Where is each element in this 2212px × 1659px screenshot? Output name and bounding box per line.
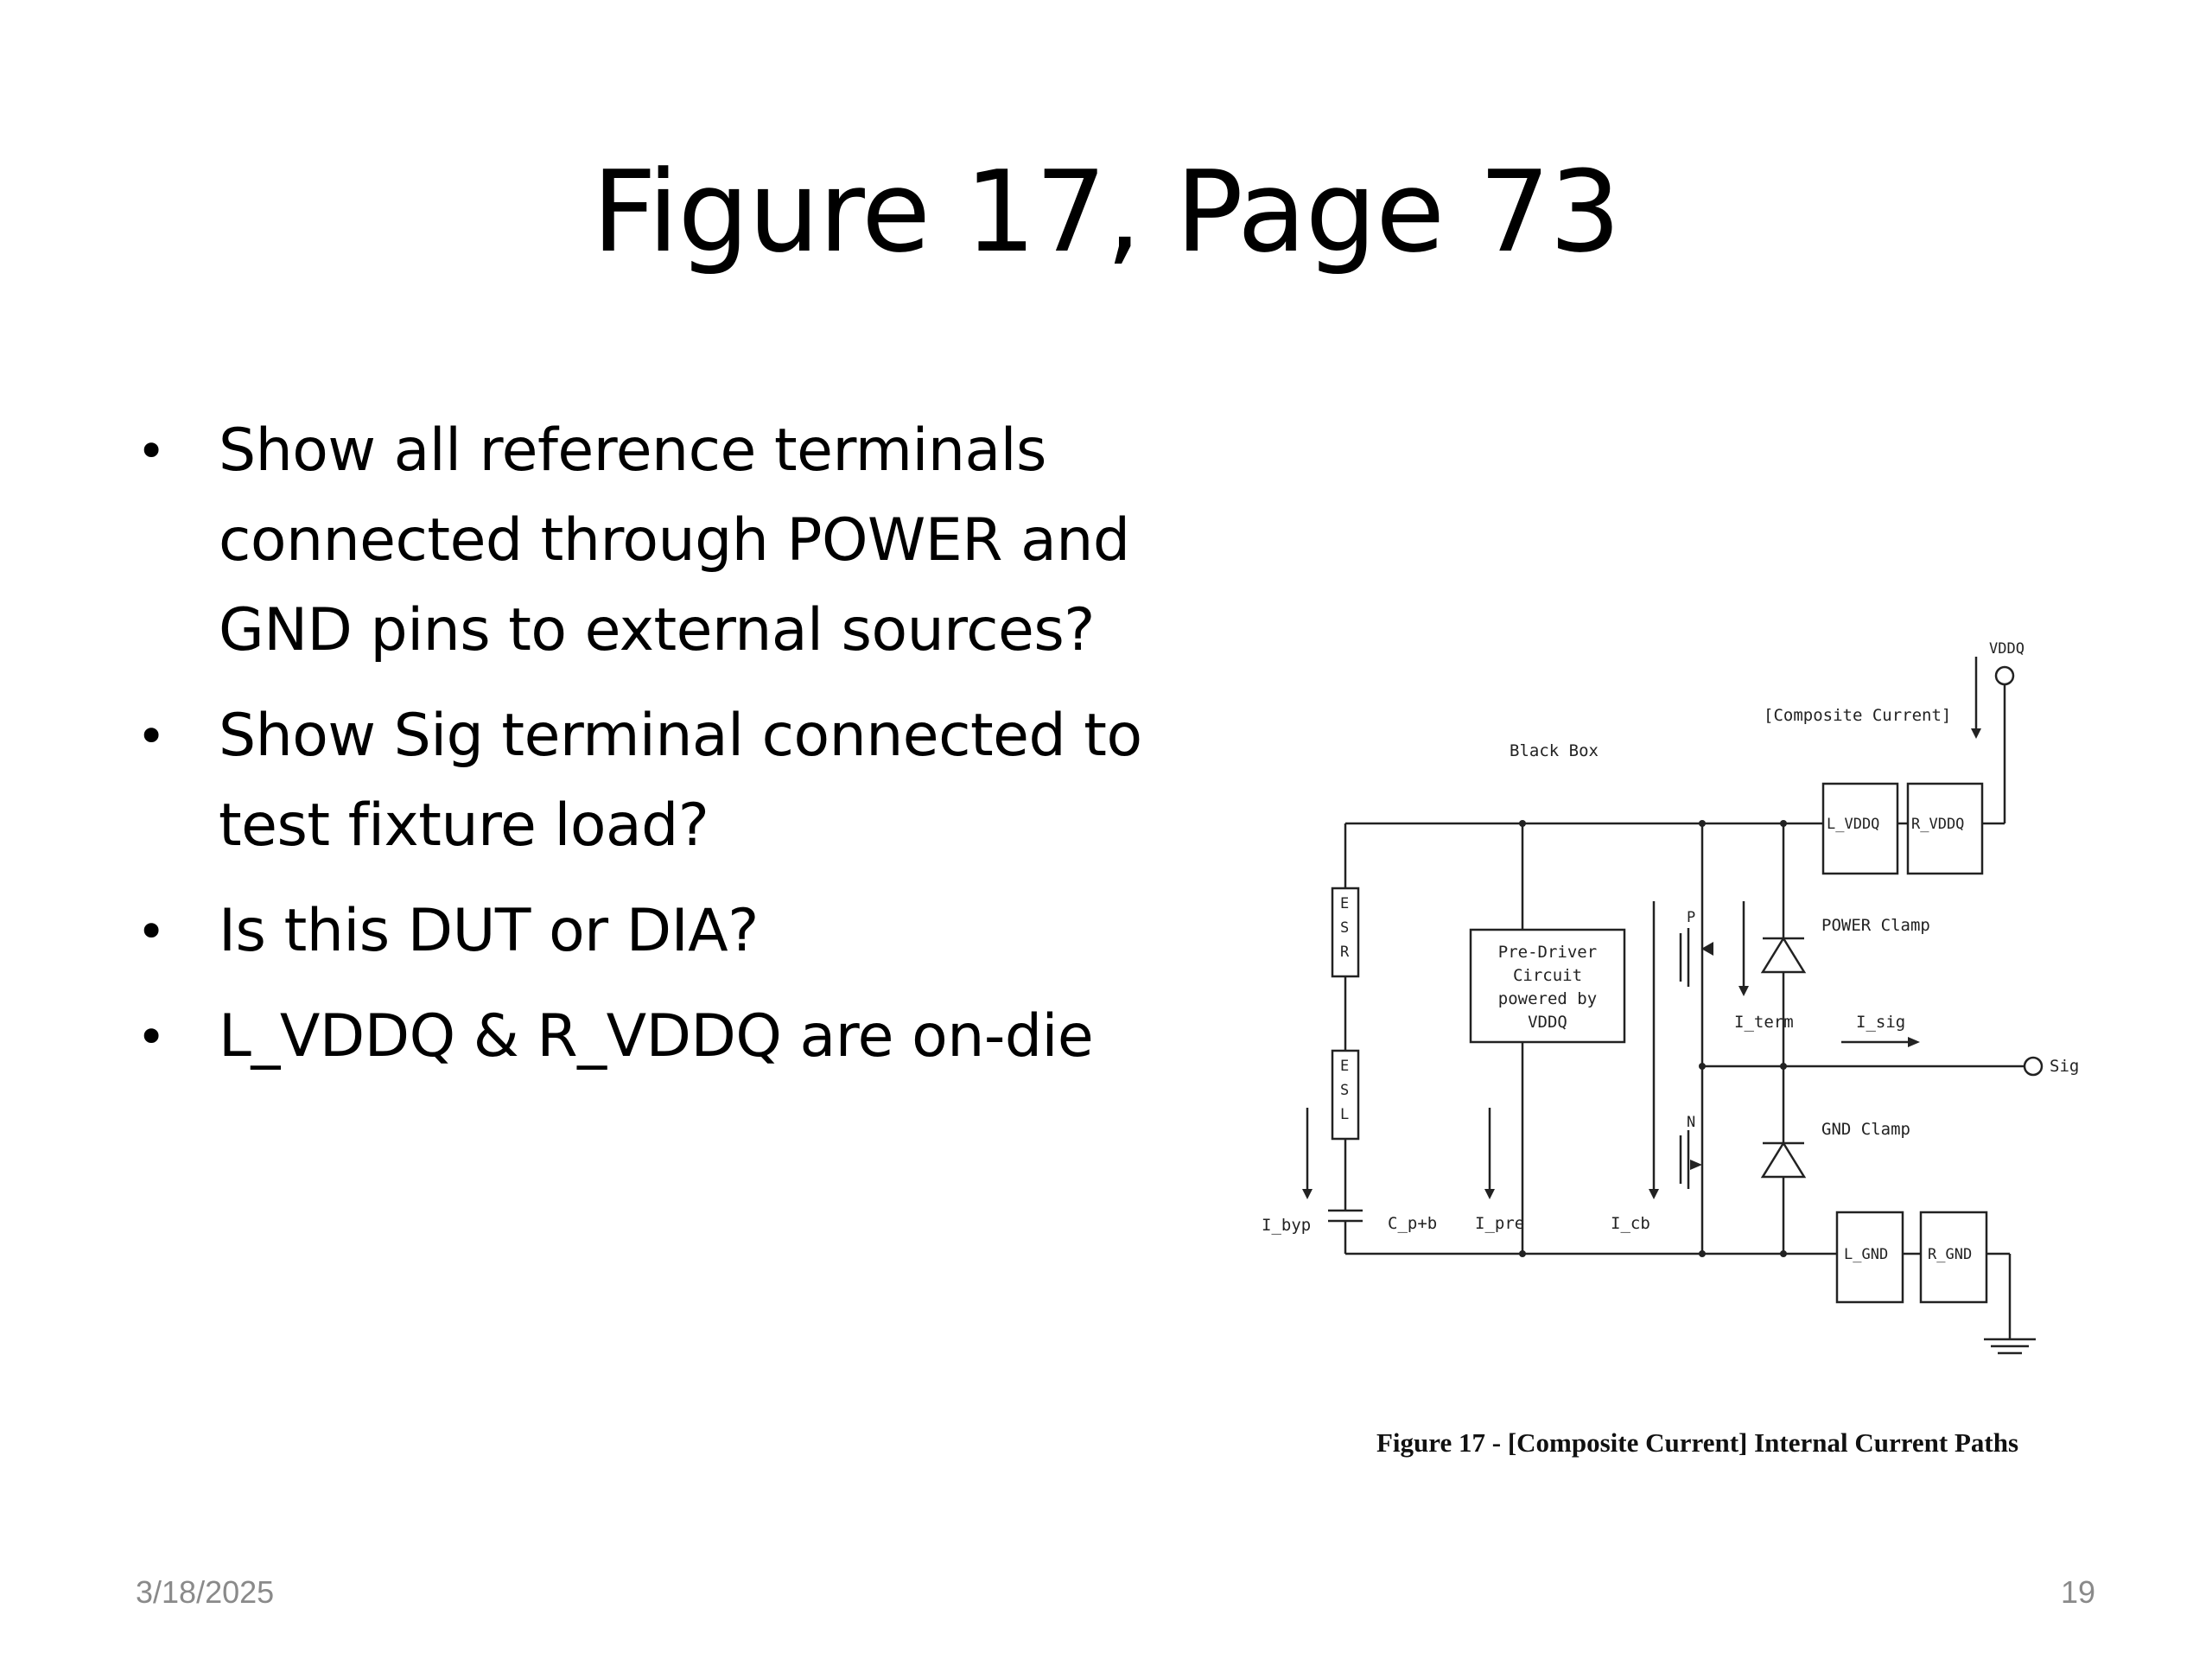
l-vddq-box: [1821, 782, 1899, 875]
bullet-list: • Show all reference terminals connected …: [130, 406, 1253, 1097]
r-gnd-label: R_GND: [1928, 1246, 1972, 1263]
l-gnd-label: L_GND: [1844, 1246, 1888, 1263]
r-vddq-label: R_VDDQ: [1911, 816, 1964, 833]
i-pre-label: I_pre: [1475, 1214, 1524, 1233]
pre-driver-label: Pre-Driver: [1498, 943, 1597, 962]
circuit-element: [1760, 936, 1807, 974]
l-gnd-box: [1835, 1211, 1904, 1304]
i-term-label: I_term: [1734, 1013, 1794, 1032]
bullet-text: L_VDDQ & R_VDDQ are on-die: [219, 1002, 1094, 1071]
footer-date: 3/18/2025: [136, 1574, 275, 1610]
black-box-label: Black Box: [1510, 741, 1599, 760]
circuit-element: [1699, 1063, 1706, 1070]
circuit-element: [1780, 820, 1787, 827]
esr-label-r: R: [1340, 944, 1350, 961]
circuit-element: [1908, 1037, 1920, 1047]
circuit-element: [1699, 1250, 1706, 1257]
circuit-element: [1519, 1250, 1526, 1257]
pre-driver-box: [1469, 928, 1626, 1044]
slide-title: Figure 17, Page 73: [592, 146, 1621, 277]
gnd-clamp-label: GND Clamp: [1821, 1120, 1910, 1139]
bullet-item: • Show Sig terminal connected to test fix…: [130, 691, 1253, 871]
bullet-item: • Show all reference terminals connected …: [130, 406, 1253, 676]
bullet-item: • Is this DUT or DIA?: [130, 887, 1253, 976]
esr-label-s: S: [1340, 919, 1349, 937]
vddq-label: VDDQ: [1989, 640, 2024, 658]
circuit-element: [1971, 728, 1981, 739]
power-clamp-label: POWER Clamp: [1821, 916, 1930, 935]
figure-caption: Figure 17 - [Composite Current] Internal…: [1376, 1427, 2018, 1458]
esl-label-e: E: [1340, 1058, 1349, 1075]
r-vddq-box: [1906, 782, 1984, 875]
vddq-terminal-icon: [1994, 665, 2015, 686]
pre-driver-label: powered by: [1498, 989, 1597, 1008]
pmos-label: P: [1687, 909, 1695, 926]
circuit-element: [1690, 1160, 1702, 1170]
nmos-label: N: [1687, 1114, 1695, 1131]
r-gnd-box: [1919, 1211, 1988, 1304]
i-sig-label: I_sig: [1856, 1013, 1905, 1032]
l-vddq-label: L_VDDQ: [1827, 816, 1879, 833]
pre-driver-label: VDDQ: [1528, 1013, 1567, 1032]
bullet-dot-icon: •: [137, 707, 166, 766]
composite-current-label: [Composite Current]: [1764, 706, 1951, 725]
esl-label-l: L: [1340, 1106, 1349, 1123]
sig-label: Sig: [2050, 1057, 2079, 1076]
circuit-element: [1649, 1189, 1659, 1199]
circuit-element: [1699, 820, 1706, 827]
pre-driver-label: Circuit: [1513, 966, 1582, 985]
esl-label-s: S: [1340, 1082, 1349, 1099]
circuit-element: [1302, 1189, 1313, 1199]
circuit-element: [1780, 1063, 1787, 1070]
footer-page-number: 19: [2060, 1574, 2095, 1610]
bullet-dot-icon: •: [137, 1007, 166, 1066]
bullet-item: • L_VDDQ & R_VDDQ are on-die: [130, 992, 1253, 1082]
circuit-element: [1306, 657, 2044, 1355]
c-pb-label: C_p+b: [1388, 1214, 1437, 1233]
bullet-text: Show all reference terminals connected t…: [219, 416, 1130, 664]
circuit-element: [1302, 728, 1981, 1199]
circuit-element: [1701, 942, 1713, 956]
bullet-text: Show Sig terminal connected to test fixt…: [219, 702, 1142, 860]
circuit-element: [1738, 986, 1749, 996]
bullet-dot-icon: •: [137, 422, 166, 480]
circuit-element: [1519, 820, 1787, 1257]
sig-terminal-icon: [2023, 1056, 2044, 1077]
bullet-dot-icon: •: [137, 902, 166, 961]
i-cb-label: I_cb: [1611, 1214, 1650, 1233]
circuit-figure: Black Box [Composite Current] VDDQ L_VDD…: [1244, 631, 2108, 1460]
circuit-element: [1519, 820, 1526, 827]
circuit-diagram: Black Box [Composite Current] VDDQ L_VDD…: [1262, 640, 2079, 1458]
circuit-element: [1780, 1250, 1787, 1257]
circuit-element: [1484, 1189, 1495, 1199]
circuit-element: [1760, 1141, 1807, 1179]
i-byp-label: I_byp: [1262, 1216, 1311, 1235]
bullet-text: Is this DUT or DIA?: [219, 897, 759, 965]
esr-label-e: E: [1340, 895, 1349, 912]
